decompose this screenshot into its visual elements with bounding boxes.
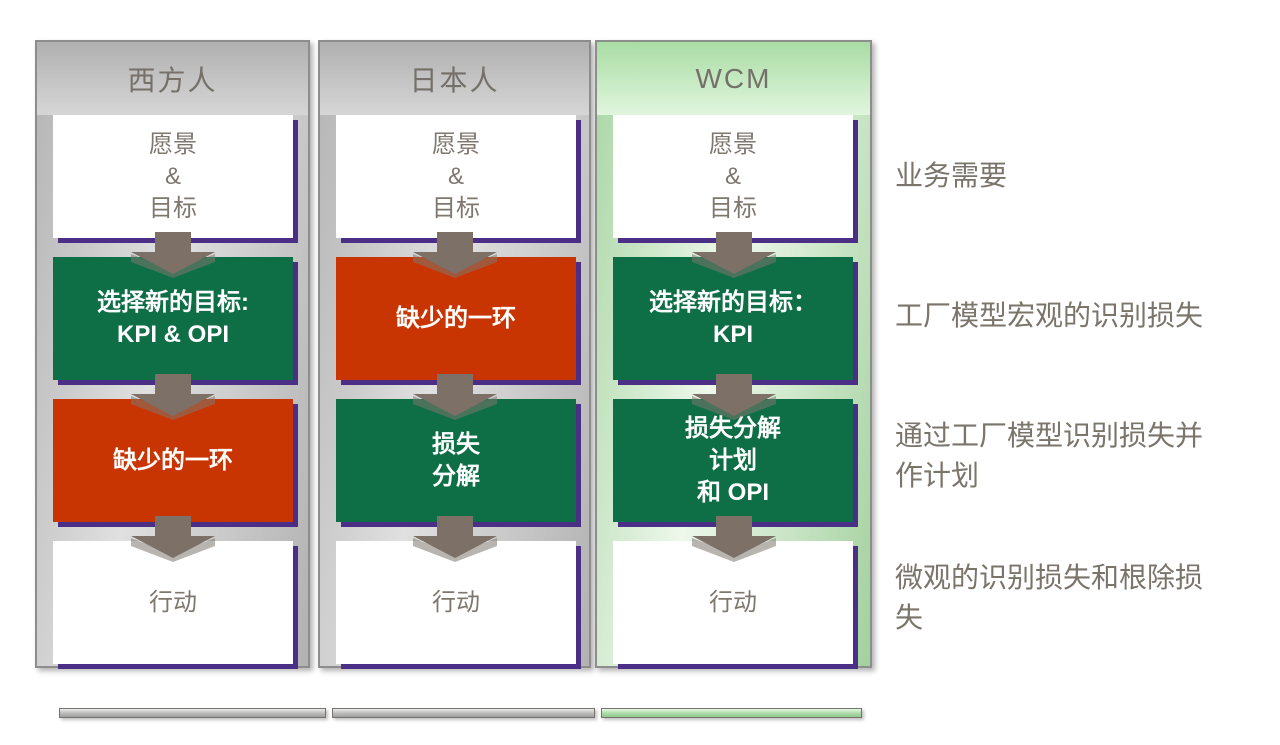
box-text-line: 选择新的目标: bbox=[97, 288, 249, 316]
column-westerners: 西方人 愿景 & 目标 选择新的目标: KPI & OPI 缺少的一环 行动 bbox=[35, 40, 310, 668]
stage-box-vision-goals: 愿景 & 目标 bbox=[613, 115, 853, 238]
stage-box-missing-link: 缺少的一环 bbox=[336, 257, 576, 380]
box-text-line: 目标 bbox=[149, 194, 197, 222]
box-text-line: 行动 bbox=[709, 588, 757, 616]
down-arrow-icon bbox=[130, 516, 215, 562]
column-westerners-header: 西方人 bbox=[37, 42, 308, 115]
down-arrow-icon bbox=[412, 374, 497, 420]
annotation-line: 作计划 bbox=[895, 460, 980, 491]
stage-box-vision-goals: 愿景 & 目标 bbox=[53, 115, 293, 238]
column-wcm: WCM 愿景 & 目标 选择新的目标： KPI 损失分解 计划 和 OPI 行动 bbox=[595, 40, 872, 668]
box-text-line: 愿景 bbox=[149, 130, 197, 158]
annotation-line: 工厂模型宏观的识别损失 bbox=[895, 300, 1204, 331]
down-arrow-icon bbox=[130, 232, 215, 278]
box-text-line: 缺少的一环 bbox=[113, 446, 233, 474]
annotation-micro-eradicate-losses: 微观的识别损失和根除损 失 bbox=[895, 558, 1240, 638]
box-text-line: 和 OPI bbox=[696, 478, 769, 506]
underline-bar-westerners bbox=[59, 708, 326, 718]
annotation-business-needs: 业务需要 bbox=[895, 156, 1240, 196]
down-arrow-icon bbox=[691, 516, 776, 562]
box-text-line: 目标 bbox=[432, 194, 480, 222]
annotation-line: 业务需要 bbox=[895, 160, 1008, 191]
box-text-line: 愿景 bbox=[432, 130, 480, 158]
annotation-line: 通过工厂模型识别损失并 bbox=[895, 420, 1204, 451]
down-arrow-icon bbox=[691, 374, 776, 420]
down-arrow-icon bbox=[691, 232, 776, 278]
box-text-line: 愿景 bbox=[709, 130, 757, 158]
stage-box-vision-goals: 愿景 & 目标 bbox=[336, 115, 576, 238]
box-text-line: 计划 bbox=[709, 446, 757, 474]
box-text-line: 损失 bbox=[432, 430, 480, 458]
box-text-line: 缺少的一环 bbox=[396, 304, 516, 332]
annotation-plant-model-macro: 工厂模型宏观的识别损失 bbox=[895, 296, 1240, 336]
box-text-line: 行动 bbox=[149, 588, 197, 616]
box-text-line: KPI & OPI bbox=[116, 320, 230, 348]
annotation-line: 失 bbox=[895, 602, 924, 633]
box-text-line: & bbox=[447, 162, 464, 190]
annotation-line: 微观的识别损失和根除损 bbox=[895, 562, 1204, 593]
stage-box-action: 行动 bbox=[336, 541, 576, 664]
underline-bar-japanese bbox=[332, 708, 595, 718]
box-text-line: & bbox=[724, 162, 741, 190]
down-arrow-icon bbox=[412, 516, 497, 562]
box-text-line: 目标 bbox=[709, 194, 757, 222]
box-text-line: & bbox=[164, 162, 181, 190]
box-text-line: 选择新的目标： bbox=[649, 288, 817, 316]
column-wcm-header: WCM bbox=[597, 42, 870, 115]
stage-box-loss-deployment: 损失 分解 bbox=[336, 399, 576, 522]
box-text-line: 分解 bbox=[432, 462, 480, 490]
down-arrow-icon bbox=[130, 374, 215, 420]
annotation-identify-losses-plan: 通过工厂模型识别损失并 作计划 bbox=[895, 416, 1240, 496]
down-arrow-icon bbox=[412, 232, 497, 278]
underline-bar-wcm bbox=[601, 708, 862, 718]
column-japanese-header: 日本人 bbox=[320, 42, 589, 115]
column-japanese: 日本人 愿景 & 目标 缺少的一环 损失 分解 行动 bbox=[318, 40, 591, 668]
box-text-line: KPI bbox=[712, 320, 753, 348]
box-text-line: 行动 bbox=[432, 588, 480, 616]
